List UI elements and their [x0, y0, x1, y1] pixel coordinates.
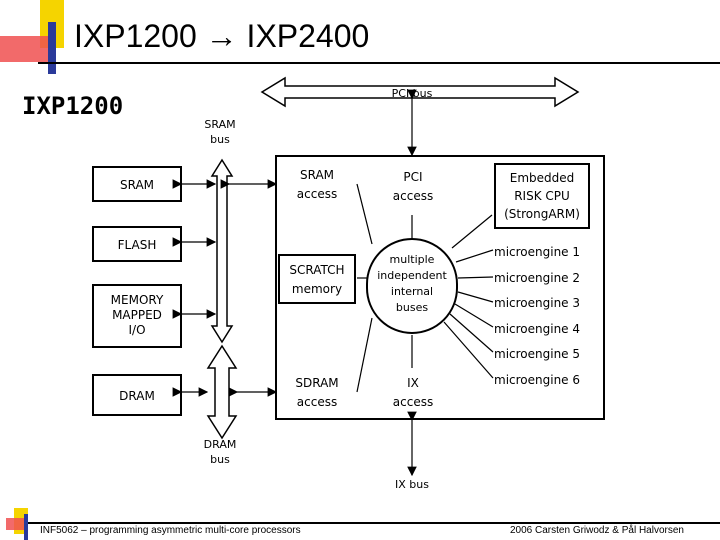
pci-bus-arrow: [260, 76, 580, 108]
footer-logo-blue: [24, 514, 28, 540]
ix-bus-label: IX bus: [395, 478, 429, 491]
scratch-memory-unit: SCRATCH memory: [278, 254, 356, 304]
microengine-6: microengine 6: [494, 372, 581, 387]
microengine-4: microengine 4: [494, 321, 581, 336]
microengine-1: microengine 1: [494, 245, 581, 259]
microengine-list: microengine 1 microengine 2 microengine …: [494, 240, 594, 393]
external-flash: FLASH: [92, 226, 182, 262]
microengine-2: microengine 2: [494, 270, 581, 285]
microengine-3: microengine 3: [494, 296, 581, 310]
logo-red-square: [0, 36, 48, 62]
strongarm-cpu-unit: Embedded RISK CPU (StrongARM): [494, 163, 590, 229]
slide-subtitle: IXP1200: [22, 92, 124, 120]
pci-access-unit: PCI access: [392, 170, 434, 204]
ix-access-unit: IX access: [392, 376, 434, 410]
slide-title: IXP1200 → IXP2400: [74, 18, 370, 54]
logo-blue-square: [48, 22, 56, 74]
external-dram: DRAM: [92, 374, 182, 416]
title-rule: [38, 62, 720, 64]
footer-authors: 2006 Carsten Griwodz & Pål Halvorsen: [510, 525, 684, 536]
external-sram: SRAM: [92, 166, 182, 202]
internal-buses-hub: multiple independent internal buses: [366, 238, 458, 334]
footer-logo-red: [6, 518, 26, 530]
footer-rule: [28, 522, 720, 524]
pci-bus-label: PCI bus: [391, 87, 433, 100]
microengine-5: microengine 5: [494, 347, 581, 361]
footer-course: INF5062 – programming asymmetric multi-c…: [40, 525, 301, 536]
sram-access-unit: SRAM access: [296, 168, 338, 202]
sram-bus-arrow: [210, 158, 234, 344]
dram-bus-arrow: [206, 344, 238, 440]
sram-bus-label: SRAM bus: [204, 118, 236, 146]
dram-bus-label: DRAM bus: [203, 438, 237, 466]
external-mmio: MEMORY MAPPED I/O: [92, 284, 182, 348]
ixp1200-chip: [275, 155, 605, 420]
sdram-access-unit: SDRAM access: [295, 376, 339, 410]
